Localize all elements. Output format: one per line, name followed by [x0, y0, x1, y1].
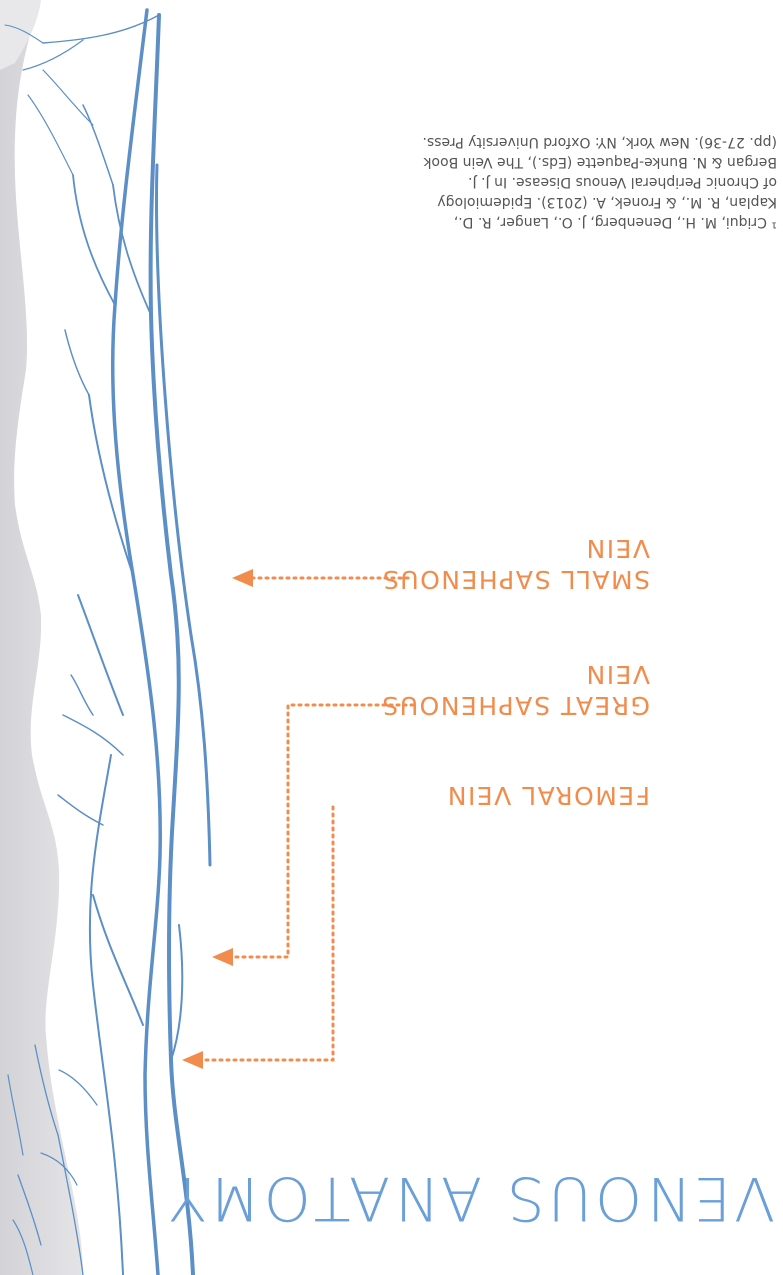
great-saphenous-vein-label-line: GREAT SAPHENOUS: [381, 690, 650, 721]
citation-line: (pp. 27-36). New York, NY: Oxford Univer…: [382, 132, 777, 152]
femoral-vein-label: FEMORAL VEIN: [446, 780, 650, 811]
small-saphenous-arrowhead: [232, 569, 253, 587]
femoral-vein-pointer: [198, 807, 333, 1060]
small-saphenous-vein-label: SMALL SAPHENOUS VEIN: [382, 533, 651, 595]
small-saphenous-vein-label-line: SMALL SAPHENOUS: [382, 564, 651, 595]
citation-line: Bergan & N. Bunke-Paquette (Eds.), The V…: [382, 152, 777, 172]
citation-line: ¹ Criqui, M. H., Denenberg, J. O., Lange…: [382, 212, 777, 232]
great-saphenous-vein-label-line: VEIN: [381, 659, 650, 690]
great-saphenous-arrowhead: [212, 948, 233, 966]
citation-line: Kaplan, R. M., & Fronek, A. (2013). Epid…: [382, 192, 777, 212]
leg-silhouette: [0, 0, 238, 1275]
poster-title: VENOUS ANATOMY: [166, 1163, 775, 1233]
great-saphenous-pointer: [228, 705, 413, 957]
femoral-vein-arrowhead: [182, 1051, 203, 1069]
citation: ¹ Criqui, M. H., Denenberg, J. O., Lange…: [382, 132, 777, 232]
citation-line: of Chronic Peripheral Venous Disease. In…: [382, 172, 777, 192]
great-saphenous-vein-label: GREAT SAPHENOUS VEIN: [381, 659, 650, 721]
femoral-vein-label-line: FEMORAL VEIN: [446, 780, 650, 811]
small-saphenous-vein-label-line: VEIN: [382, 533, 651, 564]
